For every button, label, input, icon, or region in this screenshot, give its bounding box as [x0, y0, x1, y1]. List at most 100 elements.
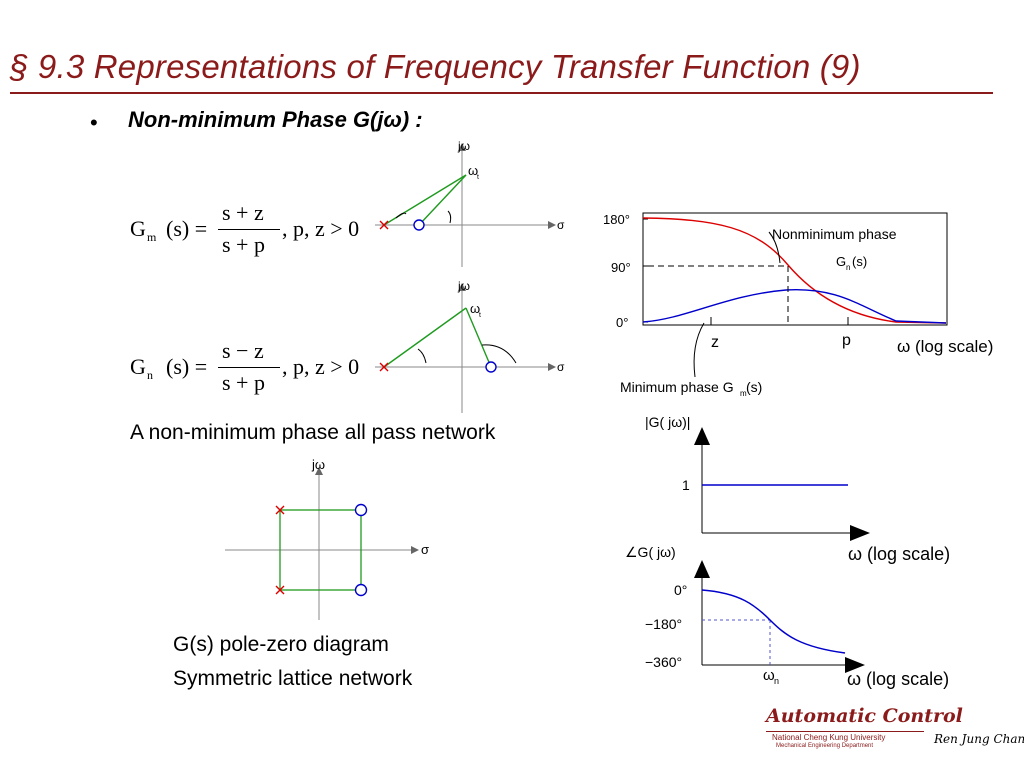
phase-xlabel: ω (log scale): [897, 337, 993, 356]
min-arg: (s): [746, 379, 762, 395]
pz2-imag-arrow: [458, 283, 466, 291]
eq2-sub: n: [147, 368, 153, 382]
ph2-wn-sub: n: [774, 676, 779, 686]
eq1-sub: m: [147, 230, 157, 244]
logo-line1: National Cheng Kung University: [772, 733, 886, 742]
mag-ylabel: |G( jω)|: [645, 414, 690, 430]
pz1-angle-arc-pole: [395, 212, 407, 219]
pz-diagram-gm: jω ω t σ: [375, 139, 565, 267]
pz1-sigma-label: σ: [557, 218, 565, 232]
ph2-ylabel: ∠G( jω): [625, 544, 676, 560]
lattice-zero-upper: [354, 503, 368, 517]
equation-gm: G m (s) = s + z s + p , p, z > 0: [130, 200, 375, 262]
min-leader-line: [693, 322, 705, 378]
eq1-lhs: G: [130, 216, 146, 241]
lattice-real-arrow: [411, 546, 419, 554]
lattice-imag-arrow: [315, 467, 323, 475]
eq2-arg: (s) =: [166, 354, 208, 379]
ph2-x-arrow: [845, 657, 865, 673]
logo-title: Automatic Control: [766, 705, 963, 727]
eq2-condition: , p, z > 0: [282, 354, 360, 379]
eq2-denominator: s + p: [222, 370, 265, 395]
pz2-angle-arc-pole: [417, 348, 427, 364]
eq2-numerator: s − z: [222, 338, 264, 363]
eq1-arg: (s) =: [166, 216, 208, 241]
eq1-numerator: s + z: [222, 200, 264, 225]
bullet-heading: Non-minimum Phase G(jω) :: [128, 107, 423, 132]
pz1-wt-sub: t: [477, 174, 479, 181]
phase-comparison-plot: 180° 90° 0° z p Nonminimum phase G n (s)…: [603, 212, 993, 398]
ph2-tick-180: −180°: [645, 616, 682, 632]
lattice-pole-upper: [275, 505, 285, 515]
pz1-real-arrow: [548, 221, 556, 229]
phase-tick-label-180: 180°: [603, 212, 630, 227]
ph2-phase-curve: [701, 589, 846, 654]
pz-diagram-gn: jω ω t σ: [375, 279, 565, 413]
pz2-vector-pole: [383, 307, 467, 368]
nonminimum-phase-curve: [642, 217, 947, 324]
mag-x-arrow: [850, 525, 870, 541]
ph2-y-arrow: [694, 560, 710, 578]
logo-line2: Mechanical Engineering Department: [776, 743, 874, 749]
lattice-pole-lower: [275, 585, 285, 595]
ph2-tick-360: −360°: [645, 654, 682, 670]
gn-sub: n: [846, 263, 850, 272]
allpass-phase-plot: ∠G( jω) 0° −180° −360° ω n ω (log scale): [625, 544, 949, 689]
lattice-rectangle: [279, 509, 362, 591]
title-underline: [10, 92, 993, 94]
lattice-caption-2: Symmetric lattice network: [173, 667, 413, 690]
min-label: Minimum phase G: [620, 379, 734, 395]
ph2-xlabel: ω (log scale): [847, 669, 949, 689]
pz2-vector-zero: [465, 307, 492, 368]
pz2-angle-arc-zero: [481, 344, 517, 364]
phase-tick-label-0: 0°: [616, 315, 628, 330]
gn-arg: (s): [852, 254, 867, 269]
pz1-zero-marker: [413, 219, 425, 231]
pz2-pole-marker: [379, 362, 389, 372]
allpass-heading: A non-minimum phase all pass network: [130, 421, 496, 444]
bullet-symbol: •: [90, 110, 98, 135]
pz1-imag-arrow: [458, 143, 466, 151]
lattice-caption-1: G(s) pole-zero diagram: [173, 633, 389, 656]
mag-xlabel: ω (log scale): [848, 544, 950, 564]
eq2-lhs: G: [130, 354, 146, 379]
lattice-sigma-label: σ: [421, 542, 429, 557]
pz1-vector-zero: [418, 174, 467, 226]
lattice-jw-label: jω: [311, 457, 325, 472]
mag-tick-1: 1: [682, 477, 690, 493]
mag-y-arrow: [694, 427, 710, 445]
eq1-condition: , p, z > 0: [282, 216, 360, 241]
pz1-pole-marker: [379, 220, 389, 230]
pz1-jw-label: jω: [457, 139, 470, 153]
gn-label: G: [836, 254, 846, 269]
ph2-tick-0: 0°: [674, 582, 687, 598]
automatic-control-logo: Automatic Control National Cheng Kung Un…: [766, 705, 1024, 760]
nonmin-label: Nonminimum phase: [772, 226, 897, 242]
z-label: z: [711, 334, 719, 351]
minimum-phase-curve: [642, 288, 947, 324]
pz2-jw-label: jω: [457, 279, 470, 293]
lattice-pz-diagram: jω σ: [225, 457, 429, 620]
eq2-fraction-bar: [218, 367, 280, 368]
eq1-fraction-bar: [218, 229, 280, 230]
pz1-angle-arc-zero: [447, 210, 452, 224]
phase-plot-frame: [642, 212, 948, 326]
p-label: p: [842, 332, 851, 349]
lattice-zero-lower: [354, 583, 368, 597]
eq1-denominator: s + p: [222, 232, 265, 257]
min-sub: m: [740, 389, 747, 398]
nonmin-leader-line: [768, 231, 781, 264]
pz2-wt-sub: t: [479, 312, 481, 319]
ph2-wn-label: ω: [763, 667, 775, 684]
allpass-magnitude-plot: |G( jω)| 1 ω (log scale): [645, 414, 950, 564]
slide-title: § 9.3 Representations of Frequency Trans…: [10, 48, 861, 85]
equation-gn: G n (s) = s − z s + p , p, z > 0: [130, 338, 375, 400]
pz2-sigma-label: σ: [557, 360, 565, 374]
pz2-real-arrow: [548, 363, 556, 371]
pz2-wt-label: ω: [470, 301, 480, 316]
logo-author: Ren Jung Chang: [934, 732, 1024, 746]
phase-tick-label-90: 90°: [611, 260, 631, 275]
pz1-wt-label: ω: [468, 163, 478, 178]
pz2-zero-marker: [485, 361, 497, 373]
logo-rule: [766, 731, 924, 732]
